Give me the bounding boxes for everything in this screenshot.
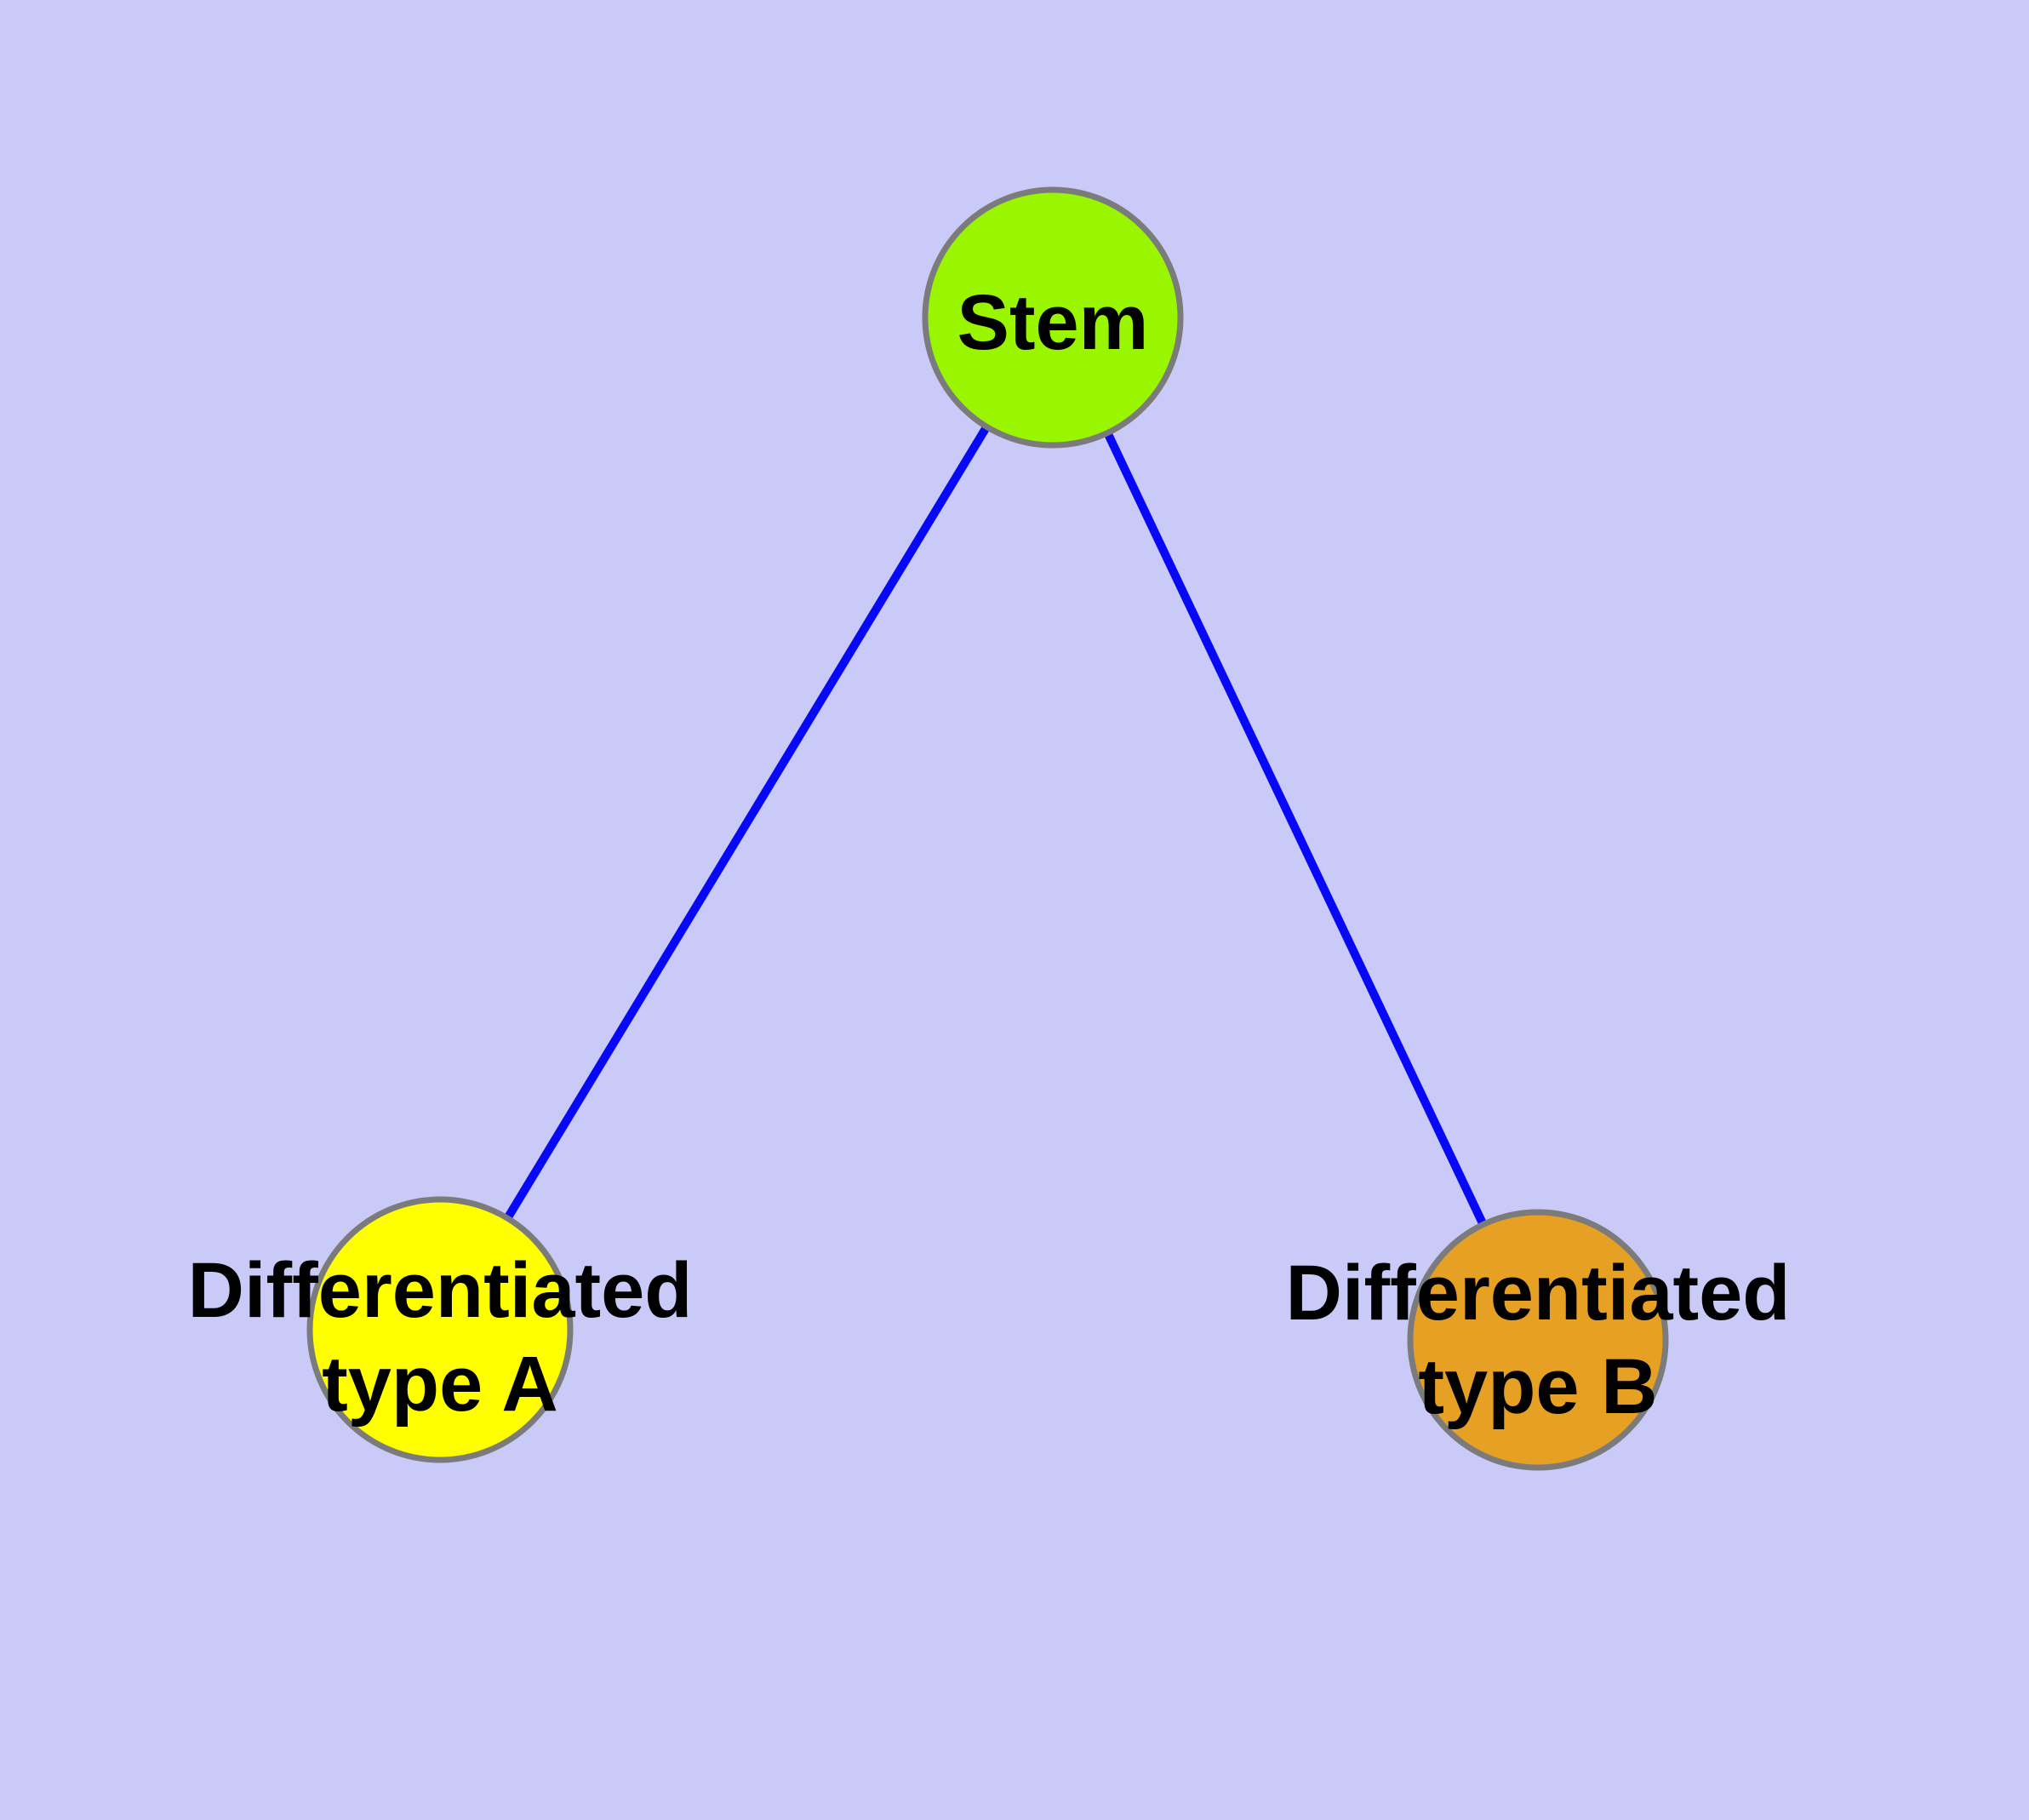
differentiated-type-b-node-circle bbox=[1407, 1209, 1669, 1471]
stem-node-circle bbox=[922, 186, 1184, 449]
differentiated-type-a-node-circle bbox=[306, 1196, 574, 1463]
edge-stem-to-type-b bbox=[1049, 315, 1542, 1342]
differentiated-type-a-label-line-2: type A bbox=[322, 1341, 558, 1428]
differentiated-type-b-label-line-2: type B bbox=[1418, 1343, 1657, 1430]
differentiated-type-b-label-line-1: Differentiated bbox=[1286, 1250, 1791, 1336]
differentiated-type-a-label-line-1: Differentiated bbox=[188, 1247, 693, 1334]
edge-stem-to-type-a bbox=[436, 315, 1057, 1332]
stem-node-label: Stem bbox=[957, 279, 1149, 366]
